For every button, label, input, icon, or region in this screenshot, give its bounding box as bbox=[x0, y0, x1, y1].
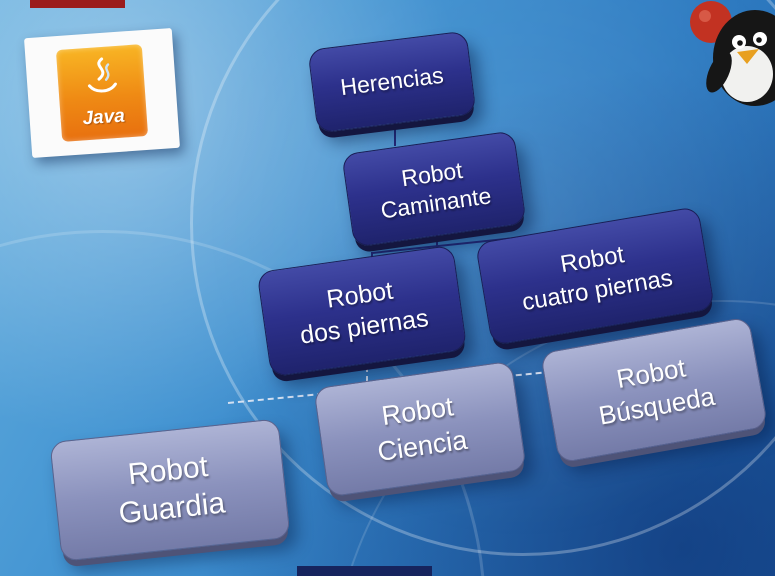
bottom-edge-artifact bbox=[297, 566, 432, 576]
connector-dashed-dos-piernas-ciencia bbox=[366, 356, 368, 402]
top-edge-artifact bbox=[30, 0, 125, 8]
connector-herencias-caminante bbox=[394, 116, 396, 146]
node-robot-dos-piernas: Robot dos piernas bbox=[256, 244, 468, 378]
java-steam-icon bbox=[87, 57, 117, 93]
node-robot-ciencia: Robot Ciencia bbox=[313, 360, 527, 498]
penguin-mascot-icon bbox=[690, 1, 775, 106]
java-logo-card: Java bbox=[23, 27, 181, 159]
node-label-line2: Caminante bbox=[379, 182, 493, 224]
node-herencias: Herencias bbox=[307, 30, 477, 134]
node-robot-cuatro-piernas: Robot cuatro piernas bbox=[474, 206, 716, 346]
java-logo-label: Java bbox=[81, 105, 126, 130]
connector-caminante-stem bbox=[436, 228, 438, 252]
node-robot-guardia: Robot Guardia bbox=[49, 418, 291, 562]
node-label: Herencias bbox=[338, 62, 445, 101]
node-robot-busqueda: Robot Búsqueda bbox=[539, 316, 769, 464]
node-robot-caminante: Robot Caminante bbox=[341, 130, 527, 248]
java-logo-icon: Java bbox=[55, 44, 149, 142]
